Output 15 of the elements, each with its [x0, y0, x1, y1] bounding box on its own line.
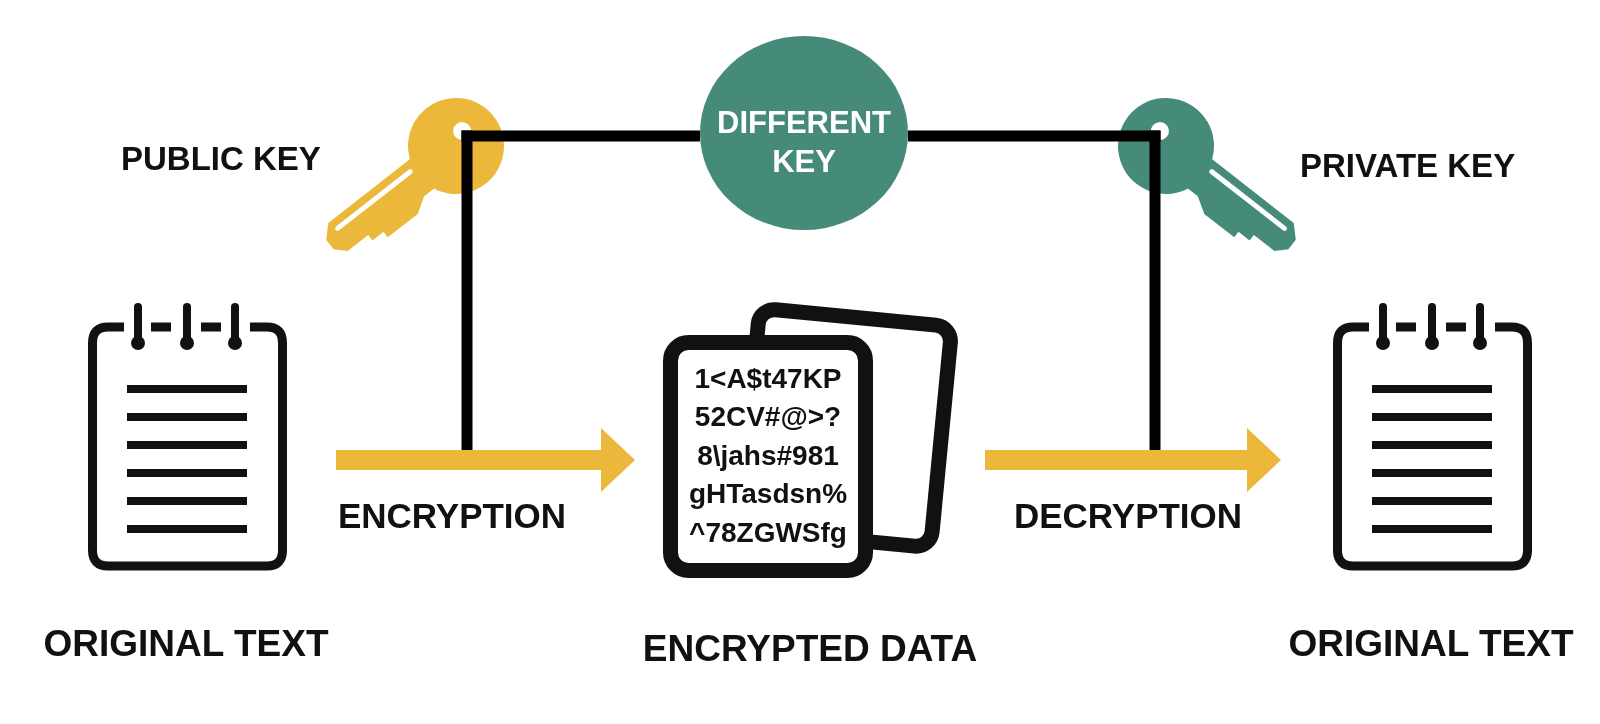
arrow: [336, 428, 635, 492]
node-label: ORIGINAL TEXT: [1287, 625, 1575, 662]
node-label: PUBLIC KEY: [121, 142, 321, 175]
node-label: ENCRYPTED DATA: [641, 630, 979, 667]
arrow: [985, 428, 1281, 492]
connector-line: [908, 130, 1117, 142]
node-label: PRIVATE KEY: [1300, 149, 1516, 182]
connector-line: [505, 130, 700, 142]
edge-label: ENCRYPTION: [337, 498, 567, 533]
encrypted-text: 1<A$t47KP 52CV#@>? 8\jahs#981 gHTasdsn% ^78ZGWSfg: [687, 361, 849, 550]
connector-line: [1149, 253, 1161, 450]
edge-label: DECRYPTION: [1013, 498, 1243, 533]
connector-line: [461, 253, 473, 450]
node-label: DIFFERENT KEY: [716, 104, 892, 181]
node-label: ORIGINAL TEXT: [42, 625, 330, 662]
